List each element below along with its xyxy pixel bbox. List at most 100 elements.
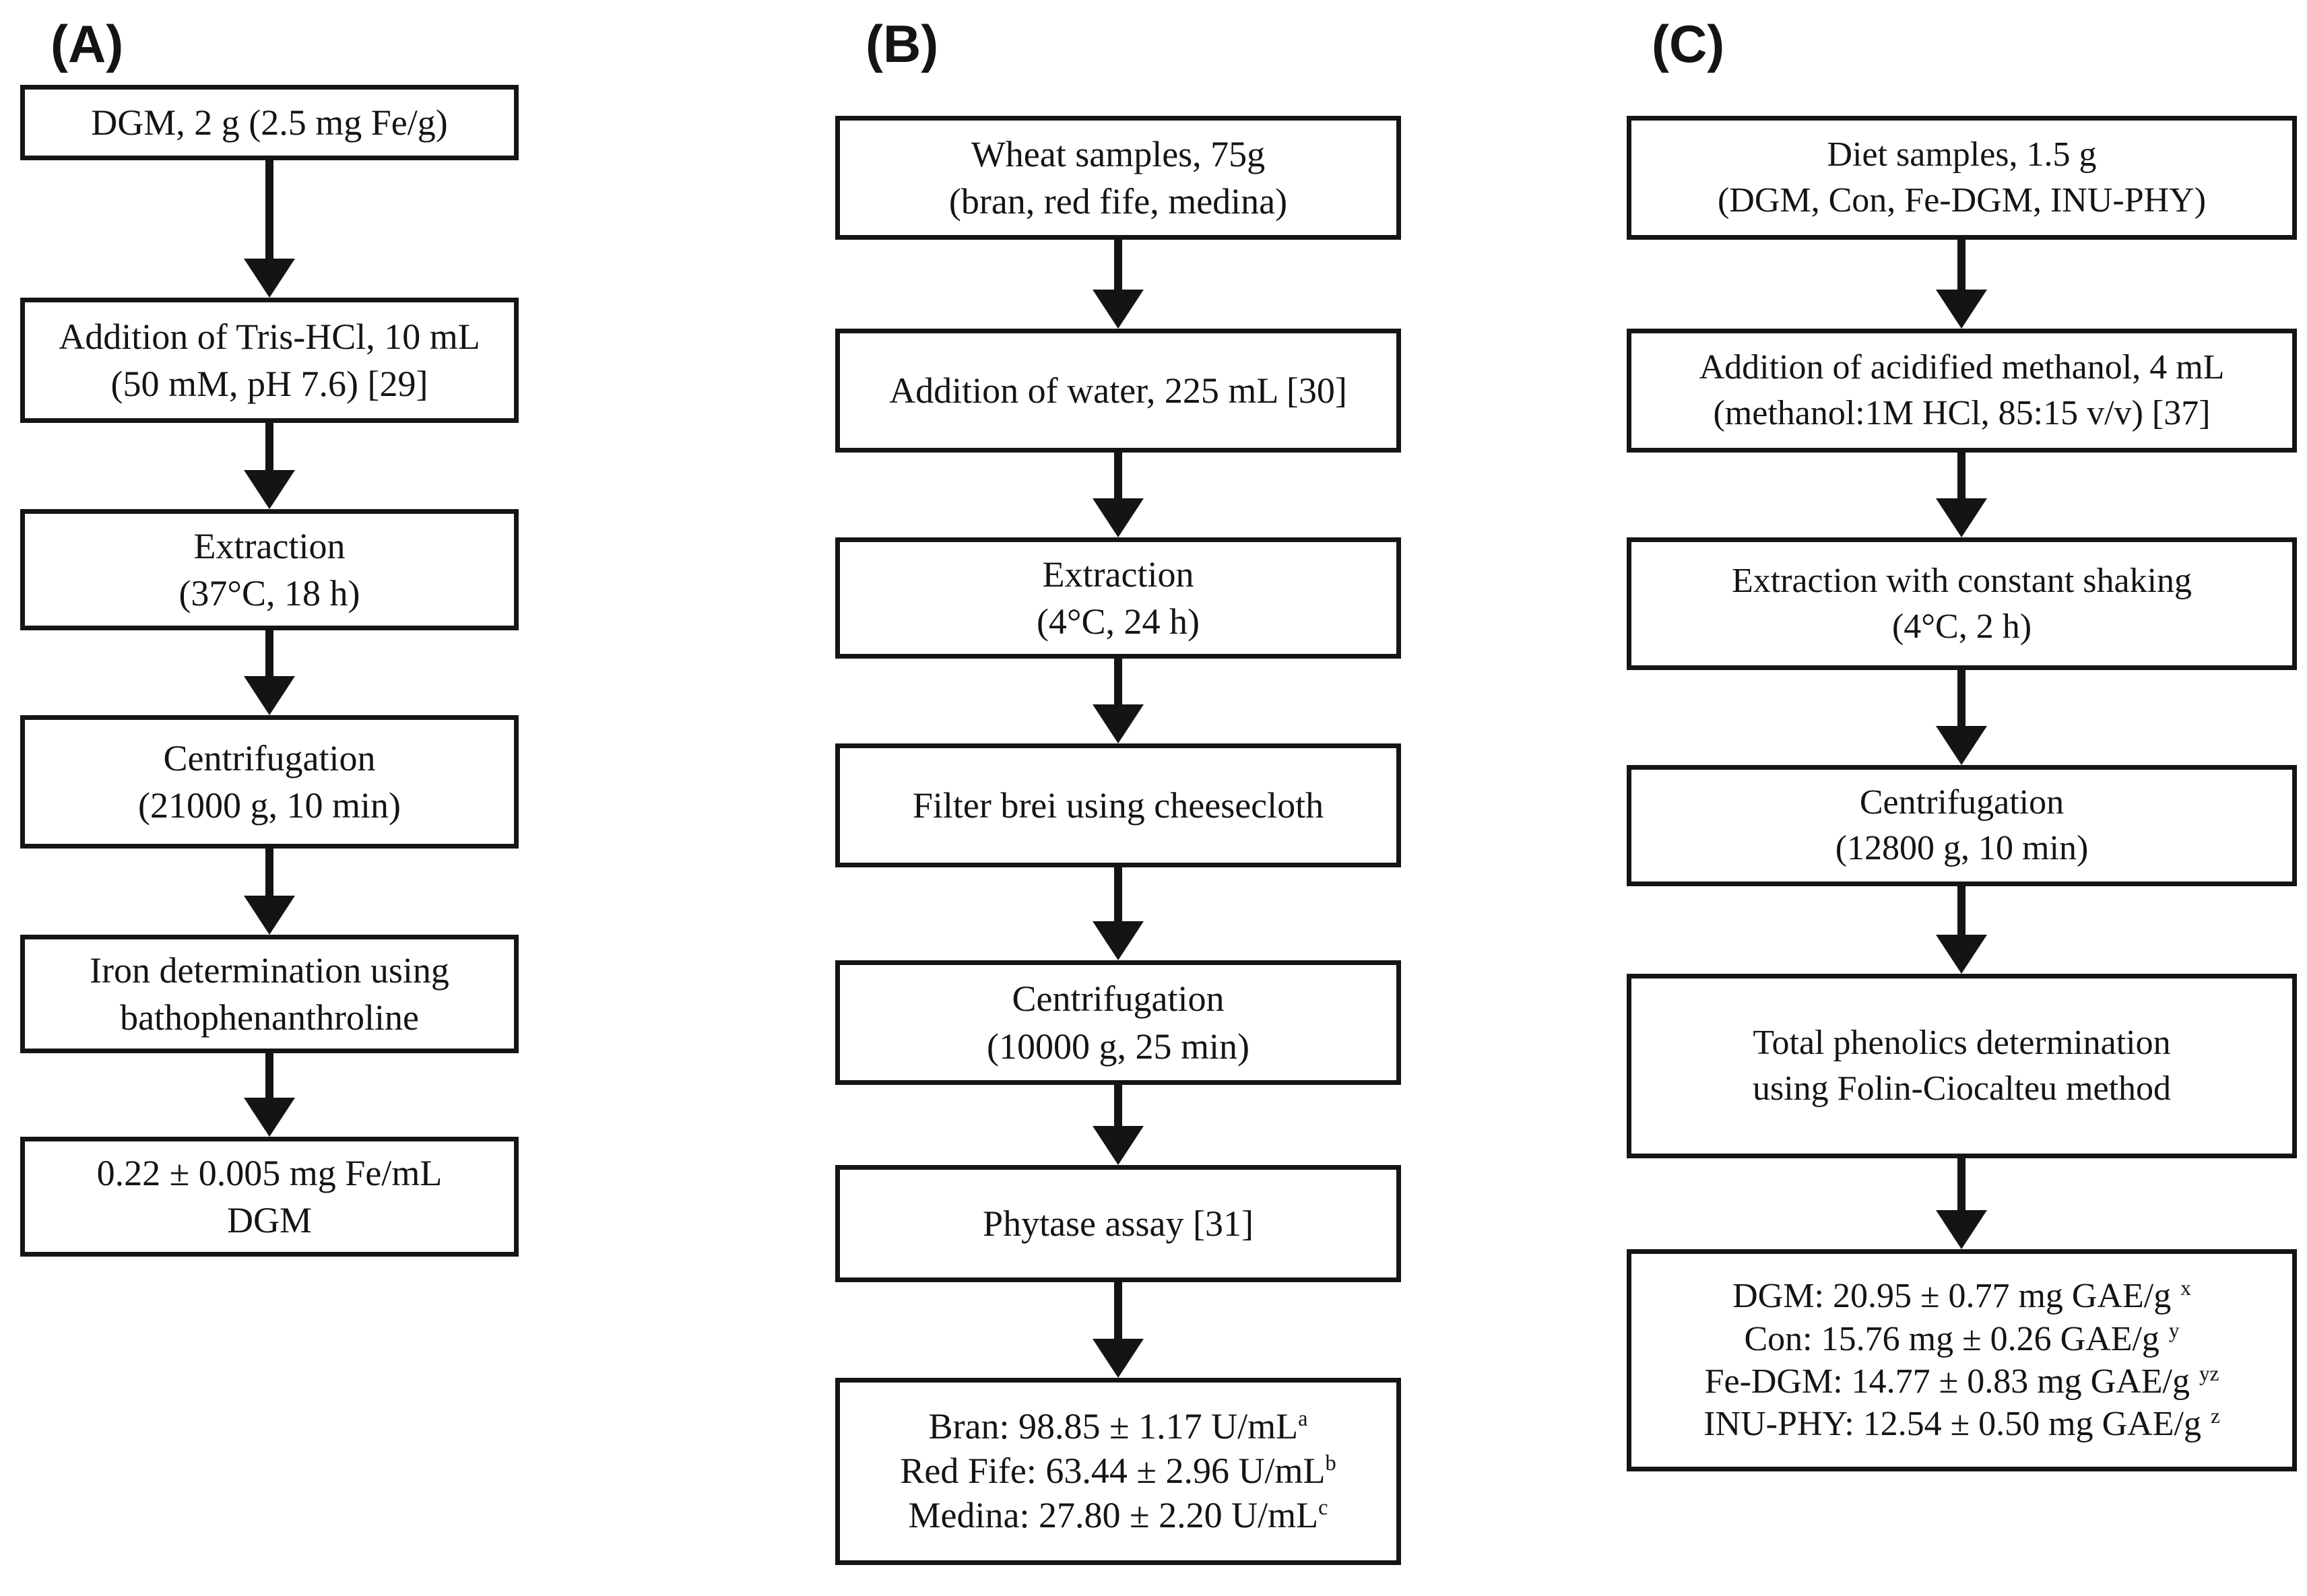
flow-arrow <box>1093 867 1144 960</box>
arrow-head-icon <box>1093 704 1144 743</box>
flow-arrow <box>244 423 295 509</box>
box-extraction-37c: Extraction (37°C, 18 h) <box>20 509 519 630</box>
box-text: (50 mM, pH 7.6) [29] <box>110 364 428 404</box>
box-text: Extraction <box>1042 554 1194 595</box>
box-centrifugation-21000g: Centrifugation (21000 g, 10 min) <box>20 715 519 849</box>
arrow-shaft <box>1114 867 1122 921</box>
superscript: a <box>1298 1407 1308 1432</box>
arrow-shaft <box>1114 240 1122 290</box>
box-phytase-assay: Phytase assay [31] <box>835 1165 1401 1282</box>
flow-arrow <box>1936 886 1987 974</box>
box-text: Centrifugation <box>1012 978 1225 1020</box>
superscript: yz <box>2199 1361 2219 1385</box>
box-extraction-4c-24h: Extraction (4°C, 24 h) <box>835 537 1401 659</box>
flow-arrow <box>244 630 295 715</box>
arrow-head-icon <box>1093 290 1144 329</box>
arrow-shaft <box>1957 453 1965 498</box>
arrow-shaft <box>1957 240 1965 290</box>
flow-arrow <box>1093 453 1144 537</box>
flow-arrow <box>1936 240 1987 329</box>
panel-a-label: (A) <box>51 14 124 73</box>
flow-arrow <box>1936 1158 1987 1249</box>
flow-arrow <box>1093 659 1144 743</box>
arrow-head-icon <box>244 676 295 715</box>
arrow-head-icon <box>1936 935 1987 974</box>
box-text: (DGM, Con, Fe-DGM, INU-PHY) <box>1717 181 2207 220</box>
arrow-head-icon <box>244 470 295 509</box>
flow-arrow <box>1093 1085 1144 1165</box>
box-text: Medina: 27.80 ± 2.20 U/mLc <box>908 1494 1328 1535</box>
arrow-shaft <box>265 160 273 259</box>
arrow-head-icon <box>1093 1126 1144 1165</box>
box-text: (bran, red fife, medina) <box>948 181 1288 222</box>
arrow-head-icon <box>1093 498 1144 537</box>
box-text: Extraction with constant shaking <box>1731 561 2192 600</box>
arrow-shaft <box>1114 453 1122 498</box>
box-iron-result: 0.22 ± 0.005 mg Fe/mL DGM <box>20 1137 519 1257</box>
arrow-head-icon <box>244 1098 295 1137</box>
superscript: b <box>1325 1451 1336 1476</box>
arrow-shaft <box>265 423 273 470</box>
arrow-shaft <box>265 1053 273 1098</box>
flow-arrow <box>1093 1282 1144 1378</box>
box-dgm-sample: DGM, 2 g (2.5 mg Fe/g) <box>20 85 519 160</box>
box-tris-hcl-addition: Addition of Tris-HCl, 10 mL (50 mM, pH 7… <box>20 298 519 423</box>
superscript: z <box>2210 1404 2220 1428</box>
box-text: (4°C, 24 h) <box>1036 601 1200 642</box>
box-text: bathophenanthroline <box>120 997 419 1038</box>
panel-b-label: (B) <box>866 14 939 73</box>
box-text: Addition of Tris-HCl, 10 mL <box>59 316 480 357</box>
superscript: c <box>1318 1495 1328 1520</box>
box-text: (4°C, 2 h) <box>1891 607 2032 646</box>
arrow-head-icon <box>1936 1210 1987 1249</box>
box-text: Filter brei using cheesecloth <box>912 785 1324 826</box>
box-text: Bran: 98.85 ± 1.17 U/mLa <box>928 1406 1308 1447</box>
box-acidified-methanol-addition: Addition of acidified methanol, 4 mL (me… <box>1627 329 2297 453</box>
flow-arrow <box>244 1053 295 1137</box>
box-text: Total phenolics determination <box>1753 1024 2171 1063</box>
box-centrifugation-12800g: Centrifugation (12800 g, 10 min) <box>1627 765 2297 886</box>
box-iron-determination: Iron determination using bathophenanthro… <box>20 935 519 1053</box>
box-water-addition: Addition of water, 225 mL [30] <box>835 329 1401 453</box>
arrow-head-icon <box>1936 290 1987 329</box>
box-text: (methanol:1M HCl, 85:15 v/v) [37] <box>1713 394 2211 432</box>
box-text: (21000 g, 10 min) <box>138 785 401 826</box>
box-wheat-samples: Wheat samples, 75g (bran, red fife, medi… <box>835 116 1401 240</box>
arrow-shaft <box>1957 670 1965 726</box>
box-text: Wheat samples, 75g <box>971 133 1266 174</box>
arrow-shaft <box>1114 1085 1122 1126</box>
box-text: Extraction <box>193 525 346 566</box>
box-phytase-results: Bran: 98.85 ± 1.17 U/mLa Red Fife: 63.44… <box>835 1378 1401 1565</box>
box-text: Addition of water, 225 mL [30] <box>889 370 1347 411</box>
box-text: Red Fife: 63.44 ± 2.96 U/mLb <box>900 1451 1336 1492</box>
arrow-shaft <box>1114 1282 1122 1339</box>
flow-arrow <box>244 160 295 298</box>
box-text: using Folin-Ciocalteu method <box>1752 1069 2172 1108</box>
arrow-shaft <box>265 630 273 676</box>
arrow-shaft <box>1957 1158 1965 1210</box>
flow-arrow <box>1093 240 1144 329</box>
arrow-head-icon <box>244 259 295 298</box>
box-filter-brei: Filter brei using cheesecloth <box>835 743 1401 867</box>
box-text: 0.22 ± 0.005 mg Fe/mL <box>96 1152 443 1193</box>
box-extraction-shaking: Extraction with constant shaking (4°C, 2… <box>1627 537 2297 670</box>
box-text: Diet samples, 1.5 g <box>1827 135 2097 174</box>
box-text: DGM <box>226 1200 312 1240</box>
box-total-phenolics: Total phenolics determination using Foli… <box>1627 974 2297 1158</box>
flow-arrow <box>244 849 295 935</box>
arrow-shaft <box>265 849 273 896</box>
arrow-head-icon <box>1936 498 1987 537</box>
arrow-shaft <box>1114 659 1122 704</box>
box-text: DGM, 2 g (2.5 mg Fe/g) <box>91 102 448 143</box>
box-text: (10000 g, 25 min) <box>987 1026 1249 1067</box>
box-diet-samples: Diet samples, 1.5 g (DGM, Con, Fe-DGM, I… <box>1627 116 2297 240</box>
box-text: Centrifugation <box>1859 783 2065 822</box>
box-text: Phytase assay [31] <box>983 1203 1254 1244</box>
flow-arrow <box>1936 453 1987 537</box>
